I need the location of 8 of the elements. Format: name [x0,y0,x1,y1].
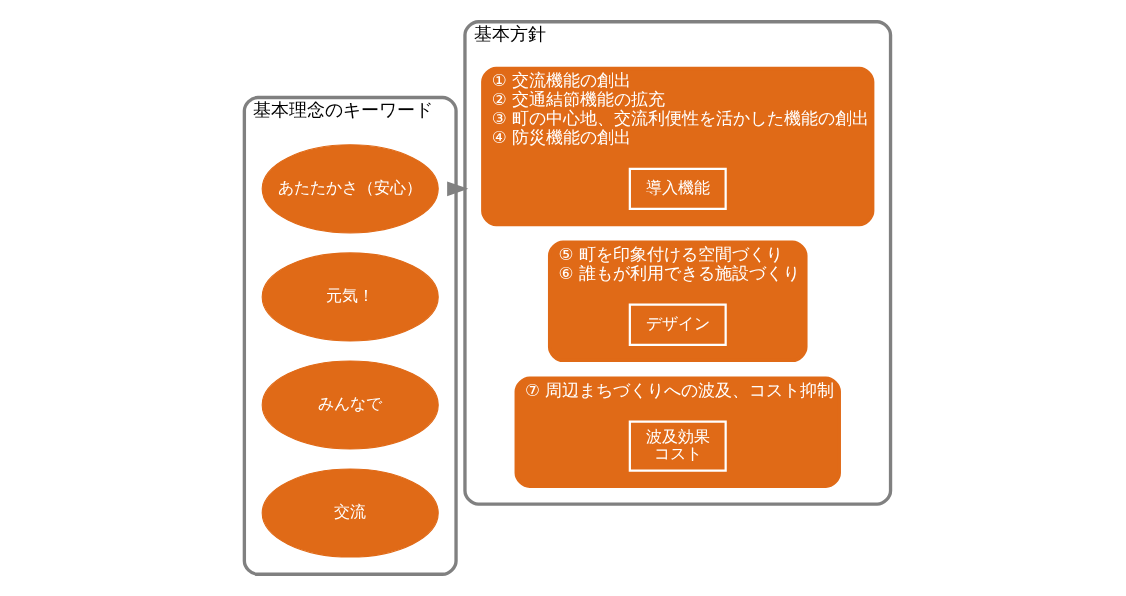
node-ellipse: あたたかさ（安心） [261,144,439,234]
node-box: デザイン [628,303,727,346]
node-ellipse: 元気！ [261,252,439,342]
node-box: 導入機能 [628,167,727,210]
arrow [447,181,469,197]
node-ellipse: みんなで [261,360,439,450]
node-box: 波及効果 コスト [628,420,727,472]
node-ellipse: 交流 [261,468,439,558]
